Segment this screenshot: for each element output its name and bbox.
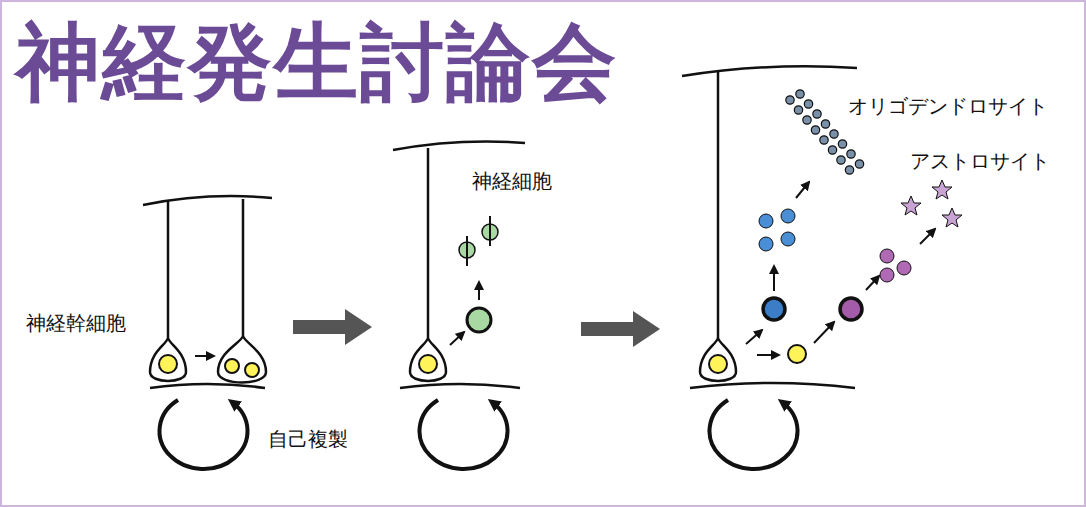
- astrocytes: [901, 180, 962, 227]
- cells: [159, 209, 911, 377]
- oligo-cell: [828, 146, 836, 154]
- label: 神経幹細胞: [26, 312, 126, 335]
- label: オリゴデンドロサイト: [848, 95, 1048, 118]
- oligo-cell: [794, 106, 802, 114]
- oligo-cell: [837, 156, 845, 164]
- oligo-cell: [855, 160, 863, 168]
- oligo-cell: [845, 166, 853, 174]
- title: 神経発生討論会: [16, 20, 618, 104]
- label: 神経細胞: [472, 170, 552, 193]
- tissue-lines: [143, 66, 857, 388]
- small-arrows: [195, 182, 935, 356]
- oligo-cell: [804, 100, 812, 108]
- stage-arrows: [293, 309, 660, 347]
- label: 自己複製: [268, 428, 348, 451]
- oligo-cell: [820, 136, 828, 144]
- oligo-cell: [813, 110, 821, 118]
- label: アストロサイト: [910, 150, 1050, 173]
- oligo-cell: [811, 126, 819, 134]
- oligo-cell: [786, 96, 794, 104]
- oligo-cell: [830, 130, 838, 138]
- oligo-cell: [847, 150, 855, 158]
- oligo-cell: [821, 120, 829, 128]
- oligo-cell: [796, 90, 804, 98]
- oligo-cell: [838, 140, 846, 148]
- self-renewal-loops: [160, 400, 798, 469]
- oligo-cell: [803, 116, 811, 124]
